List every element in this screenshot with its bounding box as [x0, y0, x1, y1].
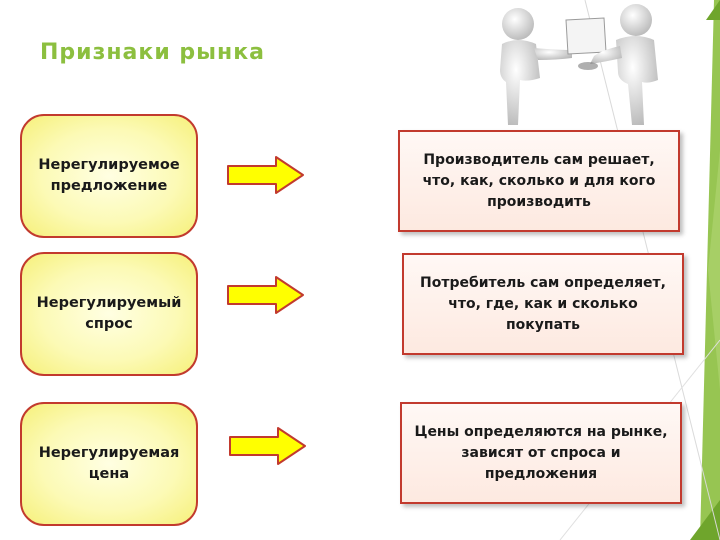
feature-box-supply: Нерегулируемое предложение — [20, 114, 198, 238]
right-arrow-icon — [227, 276, 304, 314]
two-people-exchanging-document-icon — [500, 4, 658, 125]
feature-label: Нерегулируемый спрос — [36, 295, 182, 332]
description-box-price: Цены определяются на рынке, зависят от с… — [400, 402, 682, 504]
slide-title: Признаки рынка — [40, 40, 266, 65]
description-text: Потребитель сам определяет, что, где, ка… — [420, 274, 666, 333]
right-arrow-icon — [229, 427, 306, 465]
description-text: Производитель сам решает, что, как, скол… — [422, 151, 656, 210]
right-arrow-icon — [227, 156, 304, 194]
description-box-producer: Производитель сам решает, что, как, скол… — [398, 130, 680, 232]
feature-box-demand: Нерегулируемый спрос — [20, 252, 198, 376]
feature-label: Нерегулируемое предложение — [38, 157, 180, 194]
feature-box-price: Нерегулируемая цена — [20, 402, 198, 526]
description-text: Цены определяются на рынке, зависят от с… — [414, 423, 668, 482]
description-box-consumer: Потребитель сам определяет, что, где, ка… — [402, 253, 684, 355]
feature-label: Нерегулируемая цена — [38, 445, 180, 482]
